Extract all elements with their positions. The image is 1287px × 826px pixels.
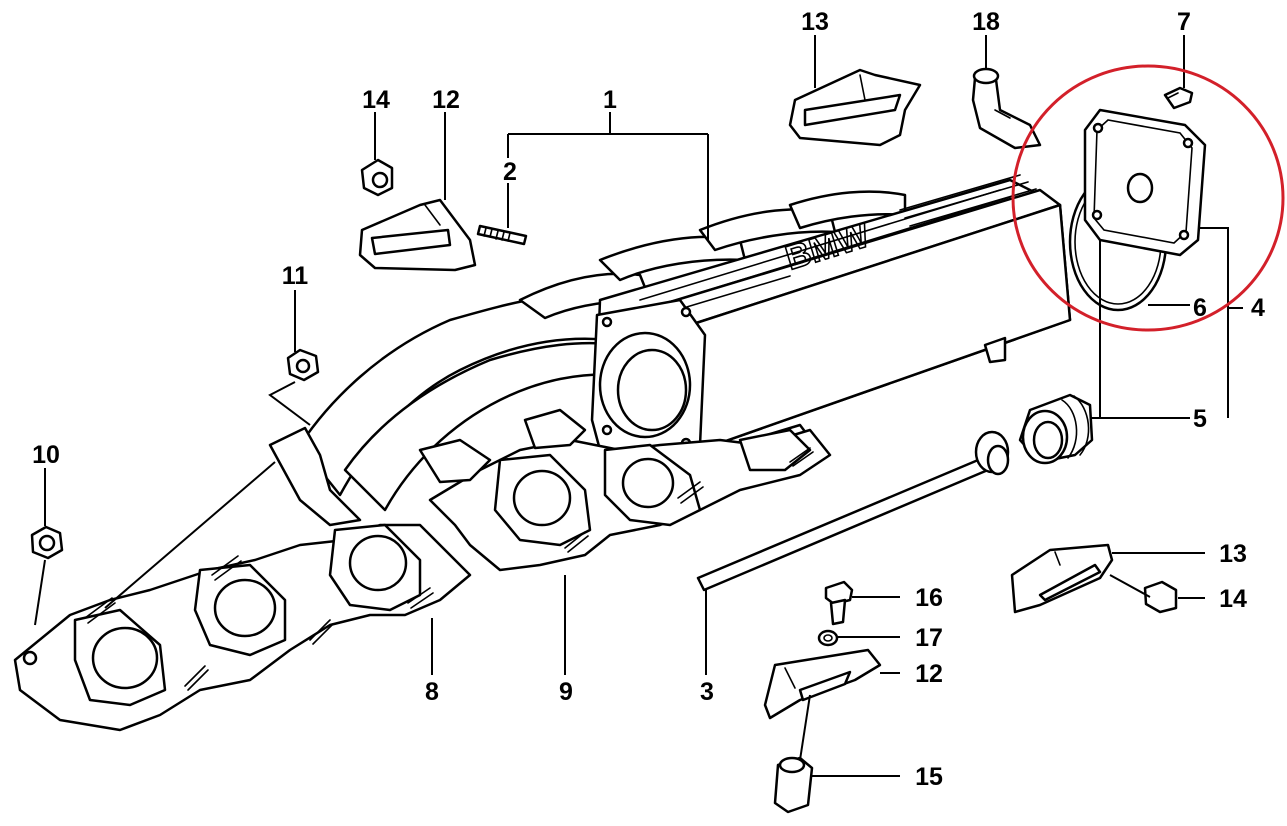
part-14-cap-nut-right: [1143, 580, 1178, 614]
part-17-washer: [817, 629, 839, 647]
part-11-nut: [286, 348, 320, 382]
callout-8: 8: [425, 678, 439, 706]
part-13-bracket-right: [1010, 543, 1114, 614]
part-10-nut: [30, 525, 64, 560]
part-15-spacer: [773, 756, 814, 814]
callout-1: 1: [603, 86, 617, 114]
intake-manifold: BMW: [268, 174, 1072, 527]
callout-11: 11: [282, 262, 309, 290]
callout-6: 6: [1193, 294, 1207, 322]
callout-5: 5: [1193, 405, 1207, 433]
callout-12-top: 12: [432, 86, 460, 114]
part-5-rubber-boot: [1018, 393, 1094, 465]
part-12-bracket-bottom: [763, 648, 882, 720]
callout-13-right: 13: [1219, 540, 1247, 568]
callout-15: 15: [915, 763, 943, 791]
leader-lines: [34, 35, 1243, 777]
callout-9: 9: [559, 678, 573, 706]
callout-14-top: 14: [362, 86, 390, 114]
callout-10: 10: [32, 441, 60, 469]
part-7-bolt: [1163, 86, 1194, 110]
callout-18: 18: [972, 8, 1000, 36]
highlight-circle: [1011, 64, 1285, 332]
part-3-rod: [696, 430, 1010, 592]
callout-7: 7: [1177, 8, 1191, 36]
part-13-bracket-top: [788, 68, 922, 147]
part-4-cover-plate: [1083, 108, 1207, 257]
part-14-nut-top: [360, 158, 394, 197]
part-2-stud: [476, 224, 528, 246]
callout-13-top: 13: [801, 8, 829, 36]
callout-17: 17: [915, 624, 943, 652]
callout-14-right: 14: [1219, 585, 1247, 613]
callout-labels: 1 2 3 4 5 6 7 8 9 10 11 12 12 13 13 14 1…: [32, 8, 1265, 791]
callout-12-bottom: 12: [915, 660, 943, 688]
callout-2: 2: [503, 158, 517, 186]
exhaust-manifold-front: [13, 523, 472, 732]
callout-3: 3: [700, 678, 714, 706]
part-18-elbow-hose: [971, 67, 1042, 150]
part-16-bolt: [824, 580, 854, 626]
part-12-bracket-top: [358, 198, 477, 272]
callout-16: 16: [915, 584, 943, 612]
exhaust-manifold-rear: [418, 408, 832, 572]
callout-4: 4: [1251, 294, 1265, 322]
